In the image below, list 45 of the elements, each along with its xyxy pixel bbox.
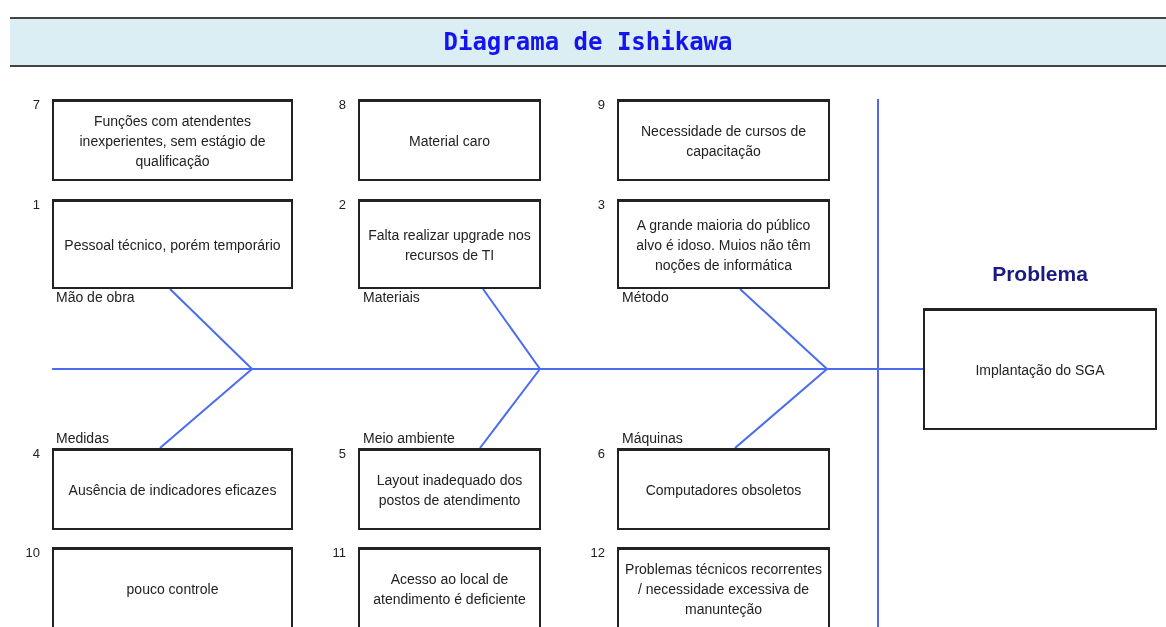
cause-box bbox=[617, 547, 830, 627]
problem-text: Implantação do SGA bbox=[975, 360, 1105, 380]
fishbone-rib bbox=[734, 368, 924, 449]
cause-number: 12 bbox=[590, 545, 605, 560]
cause-number: 9 bbox=[597, 97, 605, 112]
cause-box bbox=[358, 199, 541, 289]
cause-box bbox=[358, 99, 541, 181]
cause-box bbox=[52, 199, 293, 289]
category-label: Mão de obra bbox=[56, 289, 135, 305]
cause-text: Material caro bbox=[409, 131, 490, 151]
cause-number: 1 bbox=[32, 197, 40, 212]
category-label: Medidas bbox=[56, 430, 109, 446]
cause-text: Funções com atendentes inexperientes, sem estágio de qualificação bbox=[78, 111, 267, 171]
cause-number: 5 bbox=[338, 446, 346, 461]
category-label: Materiais bbox=[363, 289, 420, 305]
cause-box bbox=[358, 448, 541, 530]
cause-text: A grande maioria do público alvo é idoso. Muios não têm noções de informática bbox=[635, 215, 812, 275]
cause-number: 7 bbox=[32, 97, 40, 112]
category-label: Método bbox=[622, 289, 669, 305]
cause-text: Computadores obsoletos bbox=[645, 480, 802, 500]
cause-text: Falta realizar upgrade nos recursos de TI bbox=[367, 225, 532, 265]
cause-number: 11 bbox=[332, 545, 346, 560]
cause-text: Necessidade de cursos de capacitação bbox=[640, 121, 807, 161]
cause-box bbox=[52, 99, 293, 181]
category-label: Meio ambiente bbox=[363, 430, 455, 446]
cause-box bbox=[52, 547, 293, 627]
cause-text: Acesso ao local de atendimento é deficiente bbox=[372, 569, 527, 609]
cause-number: 3 bbox=[597, 197, 605, 212]
problem-heading: Problema bbox=[991, 262, 1089, 286]
cause-box bbox=[617, 448, 830, 530]
cause-box bbox=[617, 99, 830, 181]
cause-text: pouco controle bbox=[126, 579, 219, 599]
cause-number: 2 bbox=[338, 197, 346, 212]
diagram-title: Diagrama de Ishikawa bbox=[443, 28, 733, 56]
cause-number: 10 bbox=[25, 545, 40, 560]
cause-text: Problemas técnicos recorrentes / necessidade excessiva de manunteção bbox=[625, 559, 822, 619]
cause-box bbox=[52, 448, 293, 530]
cause-number: 6 bbox=[597, 446, 605, 461]
cause-text: Layout inadequado dos postos de atendimento bbox=[375, 470, 524, 510]
cause-box bbox=[617, 199, 830, 289]
cause-box bbox=[358, 547, 541, 627]
cause-number: 4 bbox=[32, 446, 40, 461]
cause-text: Pessoal técnico, porém temporário bbox=[64, 235, 281, 255]
cause-text: Ausência de indicadores eficazes bbox=[68, 480, 277, 500]
cause-number: 8 bbox=[338, 97, 346, 112]
